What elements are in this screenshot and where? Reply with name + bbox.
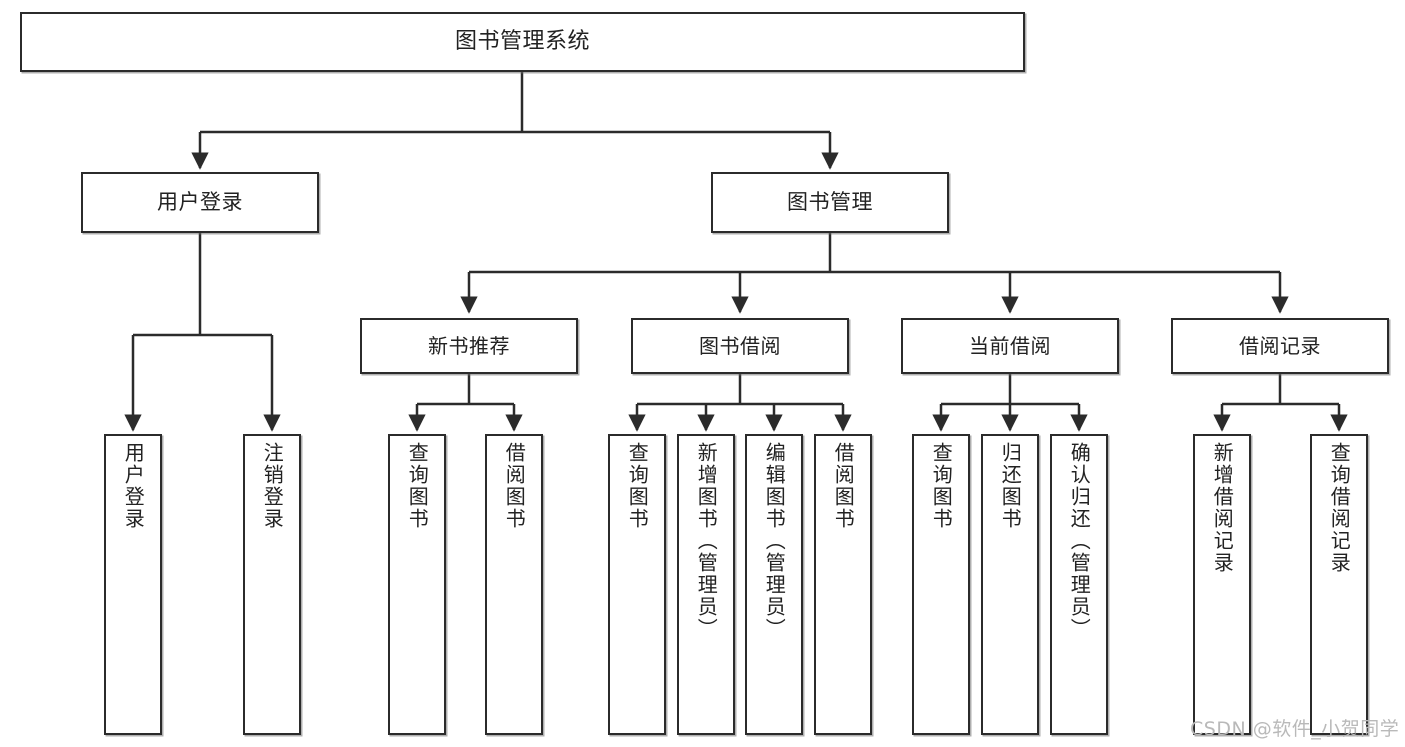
leaf-book-borrow-3[interactable]: 编辑图书（管理员） [745, 434, 803, 735]
node-new-book-recommend-label: 新书推荐 [428, 333, 510, 358]
leaf-current-borrow-1[interactable]: 查询图书 [912, 434, 970, 735]
leaf-current-borrow-3-label: 确认归还（管理员） [1067, 442, 1092, 640]
node-book-management[interactable]: 图书管理 [711, 172, 949, 233]
leaf-user-login-1-label: 用户登录 [121, 442, 146, 530]
leaf-new-book-1-label: 查询图书 [405, 442, 430, 530]
node-borrow-record-label: 借阅记录 [1239, 333, 1321, 358]
leaf-book-borrow-4-label: 借阅图书 [831, 442, 856, 530]
node-root[interactable]: 图书管理系统 [20, 12, 1025, 72]
leaf-new-book-2-label: 借阅图书 [502, 442, 527, 530]
leaf-current-borrow-3[interactable]: 确认归还（管理员） [1050, 434, 1108, 735]
leaf-book-borrow-3-label: 编辑图书（管理员） [762, 442, 787, 640]
leaf-current-borrow-2[interactable]: 归还图书 [981, 434, 1039, 735]
node-new-book-recommend[interactable]: 新书推荐 [360, 318, 578, 374]
leaf-new-book-1[interactable]: 查询图书 [388, 434, 446, 735]
node-borrow-record[interactable]: 借阅记录 [1171, 318, 1389, 374]
leaf-current-borrow-1-label: 查询图书 [929, 442, 954, 530]
leaf-current-borrow-2-label: 归还图书 [998, 442, 1023, 530]
node-current-borrow[interactable]: 当前借阅 [901, 318, 1119, 374]
leaf-borrow-record-2-label: 查询借阅记录 [1327, 442, 1352, 574]
node-book-borrow[interactable]: 图书借阅 [631, 318, 849, 374]
leaf-book-borrow-2-label: 新增图书（管理员） [694, 442, 719, 640]
node-user-login[interactable]: 用户登录 [81, 172, 319, 233]
leaf-book-borrow-1[interactable]: 查询图书 [608, 434, 666, 735]
node-book-management-label: 图书管理 [787, 190, 873, 215]
node-root-label: 图书管理系统 [454, 29, 590, 55]
leaf-new-book-2[interactable]: 借阅图书 [485, 434, 543, 735]
leaf-book-borrow-2[interactable]: 新增图书（管理员） [677, 434, 735, 735]
leaf-borrow-record-1[interactable]: 新增借阅记录 [1193, 434, 1251, 735]
node-current-borrow-label: 当前借阅 [969, 333, 1051, 358]
leaf-borrow-record-1-label: 新增借阅记录 [1210, 442, 1235, 574]
leaf-user-login-1[interactable]: 用户登录 [104, 434, 162, 735]
leaf-user-login-2[interactable]: 注销登录 [243, 434, 301, 735]
leaf-book-borrow-1-label: 查询图书 [625, 442, 650, 530]
node-user-login-label: 用户登录 [157, 190, 243, 215]
node-book-borrow-label: 图书借阅 [699, 333, 781, 358]
leaf-borrow-record-2[interactable]: 查询借阅记录 [1310, 434, 1368, 735]
leaf-book-borrow-4[interactable]: 借阅图书 [814, 434, 872, 735]
leaf-user-login-2-label: 注销登录 [260, 442, 285, 530]
